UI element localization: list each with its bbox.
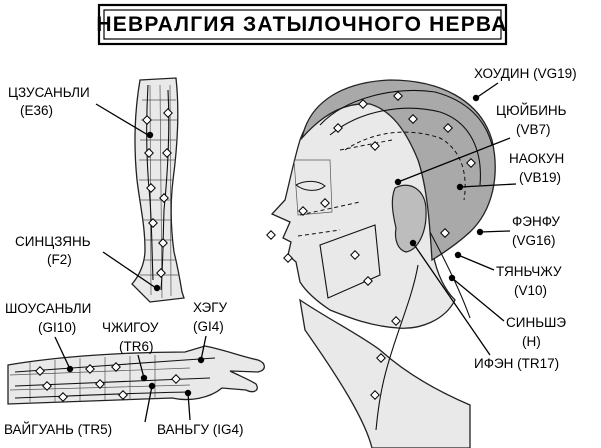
e36-leader <box>95 103 149 136</box>
heart-meridian-neck <box>375 264 419 431</box>
label-gi10: ШОУСАНЬЛИ (GI10) <box>5 301 91 370</box>
label-v10: ТЯНЬЧЖУ (V10) <box>457 254 562 298</box>
vb7-leader <box>397 137 511 183</box>
ig4-label: ВАНЬГУ (IG4) <box>157 422 244 437</box>
vg19-label: ХОУДИН (VG19) <box>474 66 577 81</box>
e36-code: (E36) <box>20 103 53 118</box>
tr5-leader <box>144 385 153 423</box>
gi4-label: ХЭГУ <box>193 300 228 315</box>
vb7-code: (VB7) <box>516 122 551 137</box>
vb19-leader <box>459 183 517 188</box>
face-meridian-lines <box>297 139 393 237</box>
jaw-box <box>319 224 381 299</box>
arm-figure <box>7 345 266 405</box>
label-tr5: ВАЙГУАНЬ (TR5) <box>4 385 153 437</box>
tr6-code: (TR6) <box>119 339 154 354</box>
arm-grid <box>9 355 191 402</box>
gi4-leader <box>200 335 207 361</box>
label-e36: ЦЗУСАНЬЛИ (E36) <box>8 85 149 136</box>
gallbladder-meridian-inner <box>344 131 466 201</box>
v10-label: ТЯНЬЧЖУ <box>496 264 562 279</box>
label-h: СИНЬШЭ (H) <box>451 277 566 349</box>
h-leader <box>451 277 505 322</box>
liver-meridian <box>160 89 170 291</box>
label-vg19: ХОУДИН (VG19) <box>474 66 577 99</box>
head-midline-meridian <box>319 89 493 146</box>
ig4-leader <box>187 392 191 421</box>
tr17-leader <box>412 242 491 356</box>
gi10-label: ШОУСАНЬЛИ <box>5 301 91 316</box>
vb19-code: (VB19) <box>519 170 561 185</box>
small-intestine-meridian <box>14 391 191 399</box>
ear <box>391 184 427 253</box>
gi4-code: (GI4) <box>193 319 224 334</box>
stomach-meridian <box>146 84 154 281</box>
leg-outline <box>131 77 185 303</box>
vg16-leader <box>479 230 511 233</box>
gi10-leader <box>54 336 71 370</box>
leg-acupoints <box>142 108 173 292</box>
tr5-label: ВАЙГУАНЬ (TR5) <box>4 422 112 437</box>
vg19-leader <box>475 82 499 99</box>
eye <box>295 180 326 191</box>
tr17-label: ИФЭН (TR17) <box>474 356 559 371</box>
label-ig4: ВАНЬГУ (IG4) <box>157 392 244 437</box>
gi10-code: (GI10) <box>38 320 76 335</box>
label-tr17: ИФЭН (TR17) <box>412 242 559 371</box>
label-vg16: ФЭНФУ (VG16) <box>479 214 560 248</box>
leg-figure <box>131 77 185 303</box>
f2-label: СИНЦЗЯНЬ <box>15 234 91 249</box>
vb7-label: ЦЮЙБИНЬ <box>496 103 567 118</box>
v10-leader <box>457 254 495 271</box>
head-figure <box>266 79 496 448</box>
vb19-label: НАОКУН <box>509 151 564 166</box>
vg16-label: ФЭНФУ <box>512 214 560 229</box>
label-tr6: ЧЖИГОУ (TR6) <box>102 320 159 379</box>
h-code: (H) <box>522 334 541 349</box>
gallbladder-meridian-outer <box>329 107 481 186</box>
f2-leader <box>102 251 157 289</box>
page-title: НЕВРАЛГИЯ ЗАТЫЛОЧНОГО НЕРВА <box>96 13 507 36</box>
arm-outline <box>7 345 266 405</box>
label-vb7: ЦЮЙБИНЬ (VB7) <box>397 103 567 183</box>
label-vb19: НАОКУН (VB19) <box>459 151 564 188</box>
tr6-leader <box>137 354 145 379</box>
f2-code: (F2) <box>47 252 72 267</box>
v10-code: (V10) <box>514 283 547 298</box>
tr6-label: ЧЖИГОУ <box>102 320 159 335</box>
vg16-code: (VG16) <box>512 233 556 248</box>
label-gi4: ХЭГУ (GI4) <box>193 300 228 361</box>
e36-label: ЦЗУСАНЬЛИ <box>8 85 90 100</box>
title-banner: НЕВРАЛГИЯ ЗАТЫЛОЧНОГО НЕРВА <box>96 3 508 46</box>
label-f2: СИНЦЗЯНЬ (F2) <box>15 234 157 289</box>
h-label: СИНЬШЭ <box>506 315 566 330</box>
cheek-box <box>293 159 333 216</box>
